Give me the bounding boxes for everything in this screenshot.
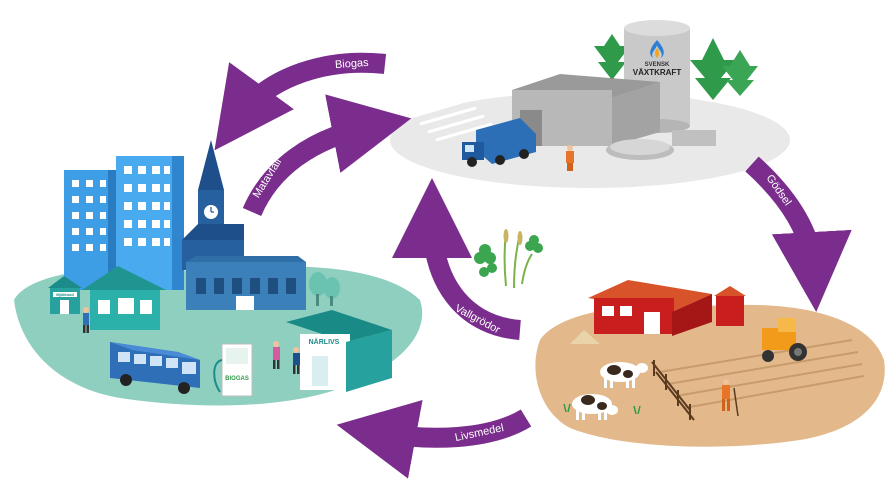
hay-pile [570, 330, 600, 344]
grass-tuft [563, 403, 641, 415]
pump-sign: BIOGAS [225, 376, 249, 382]
tree-icon [309, 272, 340, 306]
small-shop-sign: Mjölkbod [56, 292, 74, 297]
cow-icon [600, 362, 648, 388]
plant-building [512, 74, 660, 146]
farmer [722, 379, 739, 417]
arrow-godsel: Gödsel [745, 156, 852, 312]
treatment-tank [606, 130, 716, 160]
delivery-truck [462, 118, 536, 167]
crops [474, 229, 543, 289]
arrow-livsmedel: Livsmedel [336, 399, 532, 479]
shop-sign: NÄRLIVS [309, 338, 340, 346]
fuel-pump: BIOGAS [213, 343, 253, 397]
grocery-store: NÄRLIVS [286, 310, 392, 392]
fence [651, 360, 695, 421]
person-icon [293, 347, 300, 374]
arrow-matavfall: Matavfall [242, 94, 412, 217]
house [82, 266, 166, 330]
farm-ground [535, 304, 885, 447]
parking-lines [413, 98, 493, 142]
grain-head-icon [503, 229, 523, 245]
person-icon [83, 307, 89, 333]
bus [110, 342, 200, 394]
logo-line1: SVENSK [645, 62, 670, 68]
office-tower [116, 156, 184, 290]
town: Mjölkbod NÄRLIVS [14, 140, 423, 406]
small-shop: Mjölkbod [48, 276, 82, 314]
plant-worker [566, 145, 574, 171]
clover-icon [474, 235, 543, 277]
cow-icon [572, 394, 618, 420]
logo-line2: VÄXTKRAFT [633, 68, 682, 77]
tractor [762, 318, 807, 362]
shed [714, 286, 746, 326]
flame-logo-icon [650, 40, 664, 58]
arrow-biogas: Biogas [214, 52, 387, 151]
arrow-label-biogas: Biogas [335, 57, 370, 71]
barn [588, 280, 712, 336]
plowed-field [659, 339, 865, 409]
church [182, 140, 244, 270]
town-hall [186, 256, 306, 310]
person-icon [273, 341, 280, 369]
tree-icon [690, 38, 758, 100]
biogas-plant: SVENSK VÄXTKRAFT [390, 20, 790, 188]
office-tower [64, 170, 118, 290]
farm [535, 280, 885, 447]
